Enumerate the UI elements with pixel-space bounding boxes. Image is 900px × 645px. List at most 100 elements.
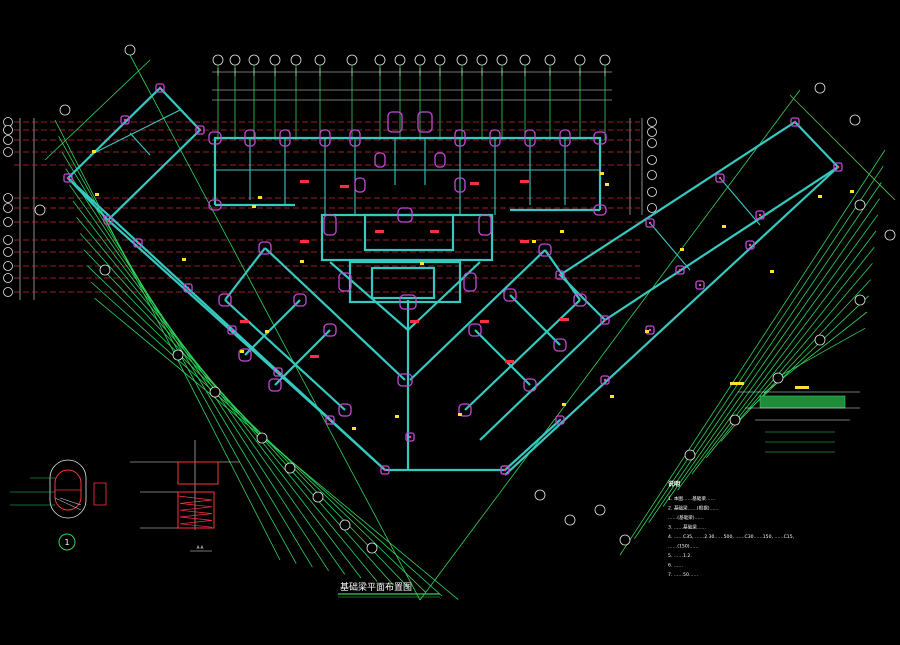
axis-bubble — [99, 264, 111, 276]
node-dot — [648, 328, 652, 332]
node-dot — [276, 370, 280, 374]
axis-bubble — [312, 491, 324, 503]
pile-cap — [523, 378, 537, 392]
axis-bubble — [772, 372, 784, 384]
node-dot — [383, 468, 387, 472]
right-wing-beams — [479, 120, 840, 476]
grid-diagonal — [419, 89, 801, 601]
general-notes: 说明 1. 本图……基础梁……2. 基础梁……(根据)…… ……(基础梁)……3… — [668, 480, 795, 578]
marker — [252, 205, 256, 208]
pile-cap — [183, 283, 193, 293]
detail-number: 1 — [64, 538, 69, 547]
node-dot — [718, 176, 722, 180]
axis-bubble — [849, 114, 861, 126]
pile-cap — [555, 270, 565, 280]
pile-cap — [593, 131, 607, 145]
right-axis-strip — [629, 117, 657, 215]
pile-cap — [323, 214, 337, 236]
beam-tag — [560, 318, 569, 321]
pile-cap — [645, 218, 655, 228]
left-wing-beams — [66, 86, 386, 471]
pile-cap — [553, 338, 567, 352]
pile-cap — [434, 152, 446, 168]
pile-cap — [293, 293, 307, 307]
axis-bubble — [414, 54, 426, 66]
pile-cap — [600, 315, 610, 325]
axis-bubble — [3, 135, 13, 145]
node-dot — [186, 286, 190, 290]
marker — [532, 240, 536, 243]
pile-cap — [755, 210, 765, 220]
marker — [722, 225, 726, 228]
axis-bubble — [394, 54, 406, 66]
axis-bubble — [647, 187, 657, 197]
axis-bubble — [544, 54, 556, 66]
node-dot — [123, 118, 127, 122]
pile-cap — [279, 129, 291, 147]
axis-bubble — [3, 247, 13, 257]
detail-1: 1 — [10, 459, 107, 551]
pile-cap — [387, 111, 403, 133]
grid-diagonal — [65, 168, 329, 572]
axis-bubble — [256, 432, 268, 444]
pile-caps — [63, 83, 843, 475]
pile-cap — [503, 288, 517, 302]
pile-cap — [458, 403, 472, 417]
axis-bubble — [647, 127, 657, 137]
node-dot — [748, 243, 752, 247]
pile-cap — [103, 215, 113, 225]
pile-cap — [463, 272, 477, 292]
axis-bubble — [647, 203, 657, 213]
axis-bubble — [3, 287, 13, 297]
axis-bubble — [124, 44, 136, 56]
pile-cap — [195, 125, 205, 135]
marker — [562, 403, 566, 406]
axis-bubble — [3, 235, 13, 245]
note-line: 3. ……基础梁…… — [668, 524, 706, 531]
pile-cap — [715, 173, 725, 183]
node-dot — [678, 268, 682, 272]
node-dot — [503, 468, 507, 472]
marker — [850, 190, 854, 193]
beam-tag — [340, 185, 349, 188]
axis-bubble — [172, 349, 184, 361]
pile-cap — [338, 403, 352, 417]
beam-tag — [300, 240, 309, 243]
axis-bubble — [209, 386, 221, 398]
grid-diagonal — [778, 327, 866, 378]
beam-tags — [240, 180, 569, 363]
grid-diagonal — [619, 149, 886, 556]
grid-diagonal — [129, 54, 421, 601]
axis-bubble — [647, 170, 657, 180]
grid-diagonal — [44, 59, 151, 161]
axis-bubble — [59, 104, 71, 116]
grid-diagonal — [69, 184, 346, 575]
node-dot — [648, 221, 652, 225]
grid-diagonal — [662, 198, 880, 507]
node-dot — [408, 435, 412, 439]
yellow-markers — [92, 150, 854, 430]
beam-tag — [470, 182, 479, 185]
beam-tag — [410, 320, 419, 323]
axis-bubble — [366, 542, 378, 554]
beam-tag — [375, 230, 384, 233]
pile-cap — [258, 241, 272, 255]
pile-cap — [405, 432, 415, 442]
axis-bubble — [854, 199, 866, 211]
pile-cap — [238, 348, 252, 362]
marker — [258, 196, 262, 199]
axis-bubble — [3, 273, 13, 283]
axis-bubble — [534, 489, 546, 501]
grid-diagonal — [87, 265, 427, 593]
axis-bubble — [594, 504, 606, 516]
marker — [600, 172, 604, 175]
note-line: 6. …… — [668, 563, 683, 569]
marker — [352, 427, 356, 430]
node-dot — [836, 165, 840, 169]
pile-cap — [399, 294, 417, 310]
central-core-beams — [213, 136, 602, 472]
axis-bubble — [3, 147, 13, 157]
marker — [680, 248, 684, 251]
axis-bubble — [814, 82, 826, 94]
axis-bubble — [3, 217, 13, 227]
